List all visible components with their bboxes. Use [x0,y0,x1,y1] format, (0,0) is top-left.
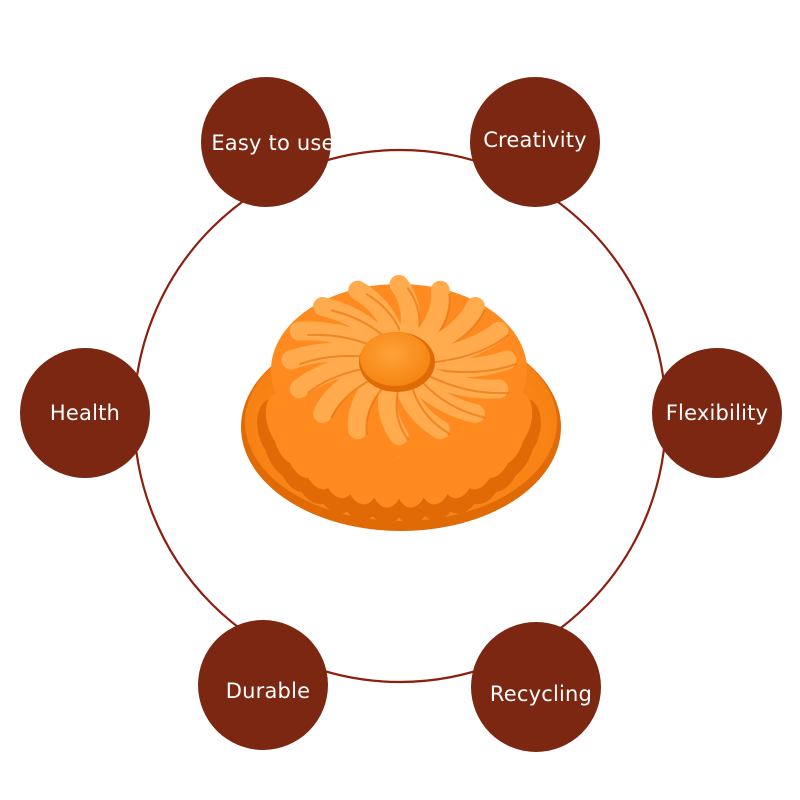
feature-node-easy-to-use: Easy to use [201,77,335,207]
feature-label: Creativity [483,128,587,152]
feature-label: Easy to use [211,131,335,155]
feature-node-flexibility: Flexibility [652,348,782,478]
mold-side-highlight [344,444,379,505]
feature-label: Recycling [489,682,593,706]
feature-node-health: Health [20,348,150,478]
feature-node-durable: Durable [198,620,328,750]
feature-node-creativity: Creativity [470,77,600,207]
feature-node-recycling: Recycling [471,622,601,752]
feature-label: Health [49,401,121,425]
feature-label: Flexibility [665,401,769,425]
mold-side-highlight [369,447,404,508]
mold-center-disc [360,332,430,386]
mold-side-highlight [394,447,429,508]
mold-body [241,274,561,531]
sunflower-mold-image [241,274,561,531]
feature-label: Durable [225,679,311,703]
